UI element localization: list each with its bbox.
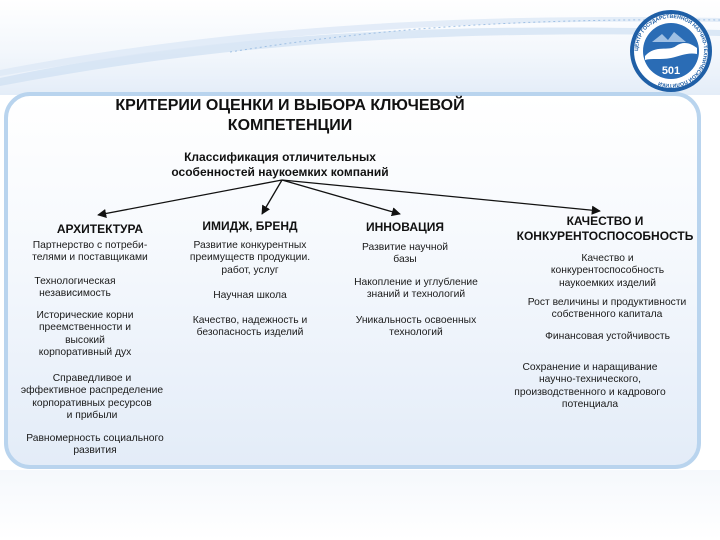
item-line: Качество и (581, 253, 634, 264)
list-item: Партнерство с потреби- телями и поставщи… (10, 240, 170, 265)
column-header-text: ИННОВАЦИЯ (365, 220, 445, 234)
subtitle: Классификация отличительных особенностей… (140, 150, 420, 179)
column-header-text: АРХИТЕКТУРА (56, 222, 144, 236)
item-line: потенциала (561, 399, 619, 411)
list-item: Развитие научной базы (340, 242, 470, 267)
item-line: технологий (389, 327, 443, 339)
item-line: преимуществ продукции. (189, 252, 311, 264)
item-line: Справедливое и (52, 373, 132, 384)
list-item: Качество и конкурентоспособность наукоем… (520, 253, 695, 290)
bottom-shade (0, 470, 720, 540)
item-line: Рост величины и продуктивности (527, 297, 687, 308)
list-item: Исторические корни преемственности и выс… (10, 310, 160, 359)
item-line: работ, услуг (221, 264, 279, 276)
item-line: Уникальность освоенных (355, 315, 477, 326)
item-line: Исторические корни (36, 310, 134, 321)
subtitle-line2: особенностей наукоемких компаний (171, 164, 389, 179)
item-line: производственного и кадрового (514, 386, 666, 398)
item-line: базы (393, 254, 417, 266)
item-line: наукоемких изделий (558, 277, 657, 289)
item-line: Равномерность социального (26, 433, 164, 444)
item-line: Технологическая (34, 276, 116, 287)
page-title: КРИТЕРИИ ОЦЕНКИ И ВЫБОРА КЛЮЧЕВОЙ КОМПЕТ… (90, 96, 490, 135)
list-item: Качество, надежность и безопасность изде… (175, 315, 325, 340)
decorative-swoosh (0, 16, 720, 86)
item-line: корпоративных ресурсов (32, 397, 152, 409)
column-header-innovation: ИННОВАЦИЯ (340, 220, 470, 235)
column-header-quality: КАЧЕСТВО И КОНКУРЕНТОСПОСОБНОСТЬ (500, 214, 710, 243)
item-line: развития (73, 445, 117, 457)
list-item: Научная школа (175, 290, 325, 302)
item-line: Качество, надежность и (192, 315, 308, 326)
item-line: собственного капитала (551, 309, 663, 321)
content-panel (4, 92, 701, 469)
list-item: Технологическая независимость (10, 276, 140, 301)
list-item: Сохранение и наращивание научно-техничес… (500, 362, 680, 411)
item-line: Научная школа (213, 290, 287, 301)
list-item: Финансовая устойчивость (520, 331, 695, 343)
column-header-architecture: АРХИТЕКТУРА (20, 222, 180, 237)
list-item: Накопление и углубление знаний и техноло… (336, 277, 496, 302)
item-line: Финансовая устойчивость (545, 331, 670, 342)
item-line: конкурентоспособность (550, 265, 665, 277)
page-title-line2: КОМПЕТЕНЦИИ (227, 116, 353, 134)
item-line: телями и поставщиками (32, 252, 148, 264)
item-line: преемственности и (38, 322, 132, 334)
list-item: Развитие конкурентных преимуществ продук… (175, 240, 325, 277)
item-line: высокий (65, 334, 105, 346)
item-line: Сохранение и наращивание (522, 362, 658, 373)
item-line: Партнерство с потреби- (32, 240, 148, 251)
item-line: Накопление и углубление (354, 277, 478, 288)
item-line: независимость (39, 288, 111, 300)
item-line: эффективное распределение (20, 385, 164, 397)
column-header-image-brand: ИМИДЖ, БРЕНД (175, 219, 325, 234)
item-line: и прибыли (66, 410, 118, 422)
list-item: Рост величины и продуктивности собственн… (512, 297, 702, 322)
column-header-text: КОНКУРЕНТОСПОСОБНОСТЬ (516, 228, 694, 243)
header-band (0, 0, 720, 95)
list-item: Равномерность социального развития (10, 433, 180, 458)
page-title-line1: КРИТЕРИИ ОЦЕНКИ И ВЫБОРА КЛЮЧЕВОЙ (115, 97, 465, 114)
item-line: корпоративный дух (38, 347, 132, 359)
item-line: Развитие конкурентных (193, 240, 307, 251)
item-line: знаний и технологий (366, 289, 466, 301)
emblem-number: 501 (662, 65, 680, 77)
subtitle-line1: Классификация отличительных (184, 150, 376, 164)
list-item: Справедливое и эффективное распределение… (8, 373, 176, 422)
item-line: Развитие научной (361, 242, 449, 253)
list-item: Уникальность освоенных технологий (336, 315, 496, 340)
organization-emblem: ЦЕНТР ГОСУДАРСТВЕННОЙ НАУЧНО-ТЕХНИЧЕСКОЙ… (630, 10, 712, 92)
column-header-text: КАЧЕСТВО И (566, 214, 644, 228)
column-header-text: ИМИДЖ, БРЕНД (202, 219, 298, 233)
item-line: научно-технического, (538, 374, 642, 386)
item-line: безопасность изделий (196, 327, 304, 339)
